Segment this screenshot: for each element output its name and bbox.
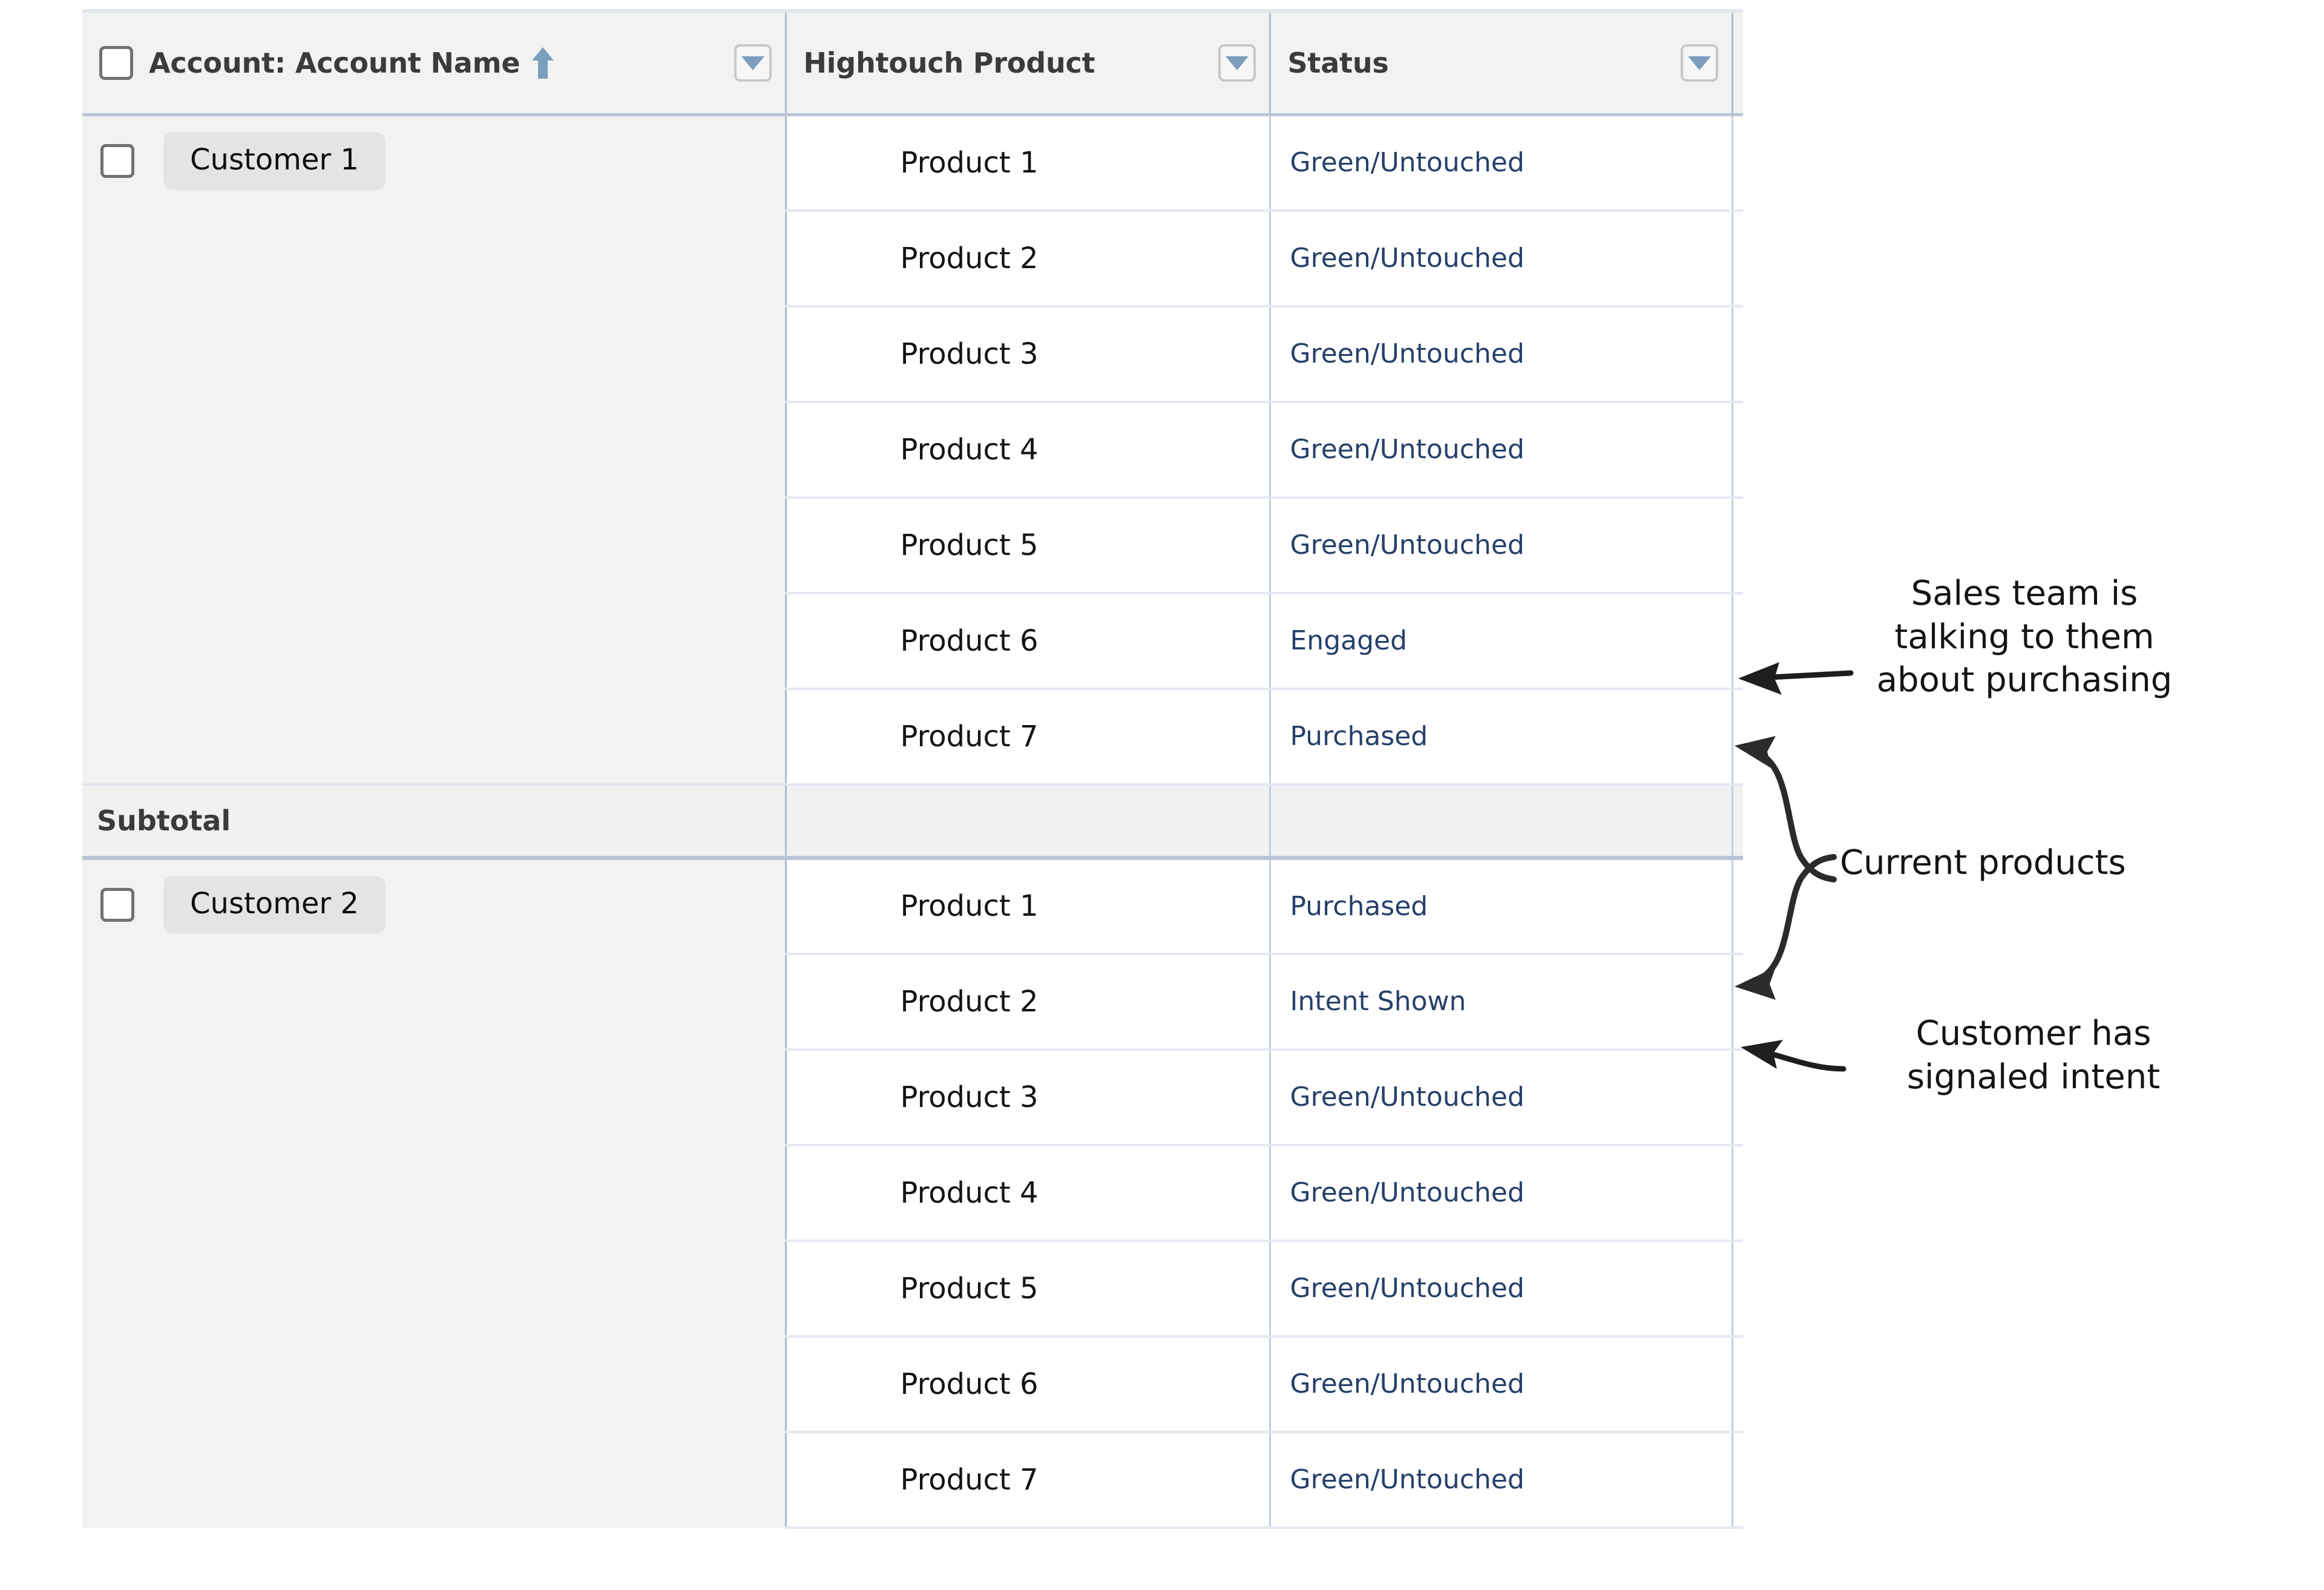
product-cell: Product 5 xyxy=(786,1240,1271,1338)
select-all-checkbox[interactable] xyxy=(99,46,133,80)
overflow-cell xyxy=(1731,858,1743,955)
product-cell: Product 3 xyxy=(786,306,1271,403)
header-cell-account[interactable]: Account: Account Name xyxy=(82,9,787,116)
product-cell: Product 6 xyxy=(786,1336,1271,1433)
status-cell: Green/Untouched xyxy=(1270,210,1733,307)
header-cell-product[interactable]: Hightouch Product xyxy=(786,9,1271,116)
overflow-cell xyxy=(1731,1240,1743,1338)
product-cell: Product 7 xyxy=(786,688,1271,786)
overflow-cell xyxy=(1731,401,1743,499)
overflow-cell xyxy=(1731,1145,1743,1242)
status-cell: Purchased xyxy=(1270,858,1733,955)
product-cell: Product 5 xyxy=(786,497,1271,594)
status-cell: Purchased xyxy=(1270,688,1733,786)
arrow-signaled-intent xyxy=(1741,1040,1846,1072)
subtotal-status-cell xyxy=(1270,783,1733,860)
subtotal-row: Subtotal xyxy=(82,783,1743,860)
product-cell: Product 1 xyxy=(786,858,1271,955)
arrow-current-products-brace xyxy=(1735,736,1837,1000)
product-cell: Product 2 xyxy=(786,953,1271,1051)
overflow-cell xyxy=(1731,1336,1743,1433)
account-product-status-table: Account: Account Name Hightouch Product xyxy=(82,9,1743,1529)
chevron-down-icon xyxy=(1687,56,1711,70)
annotation-sales-team: Sales team is talking to them about purc… xyxy=(1876,574,2173,700)
filter-dropdown-button-account[interactable] xyxy=(734,44,772,82)
header-cell-overflow xyxy=(1731,9,1743,116)
status-cell: Green/Untouched xyxy=(1270,401,1733,499)
status-cell: Green/Untouched xyxy=(1270,306,1733,403)
status-cell: Engaged xyxy=(1270,593,1733,690)
chevron-down-icon xyxy=(741,56,764,70)
status-cell: Green/Untouched xyxy=(1270,1431,1733,1529)
header-row: Account: Account Name Hightouch Product xyxy=(82,9,1743,116)
subtotal-product-cell xyxy=(786,783,1271,860)
account-cell[interactable]: Customer 2 xyxy=(82,858,787,1528)
status-cell: Intent Shown xyxy=(1270,953,1733,1051)
row-checkbox[interactable] xyxy=(100,144,134,178)
annotation-signaled-intent: Customer has signaled intent xyxy=(1906,1014,2161,1097)
overflow-cell xyxy=(1731,593,1743,690)
status-cell: Green/Untouched xyxy=(1270,114,1733,212)
overflow-cell xyxy=(1731,114,1743,212)
header-label-status: Status xyxy=(1287,47,1389,79)
product-cell: Product 4 xyxy=(786,401,1271,499)
account-name-label: Customer 1 xyxy=(163,132,386,190)
product-cell: Product 2 xyxy=(786,210,1271,307)
overflow-cell xyxy=(1731,210,1743,307)
header-cell-status[interactable]: Status xyxy=(1270,9,1733,116)
status-cell: Green/Untouched xyxy=(1270,1145,1733,1242)
table-header: Account: Account Name Hightouch Product xyxy=(82,9,1743,116)
product-cell: Product 4 xyxy=(786,1145,1271,1242)
chevron-down-icon xyxy=(1225,56,1249,70)
overflow-cell xyxy=(1731,1049,1743,1146)
account-cell[interactable]: Customer 1 xyxy=(82,114,787,784)
overflow-cell xyxy=(1731,953,1743,1051)
filter-dropdown-button-product[interactable] xyxy=(1218,44,1256,82)
row-checkbox[interactable] xyxy=(100,888,134,922)
product-cell: Product 3 xyxy=(786,1049,1271,1146)
status-cell: Green/Untouched xyxy=(1270,1049,1733,1146)
arrow-sales-team xyxy=(1738,662,1854,695)
header-label-product: Hightouch Product xyxy=(803,47,1095,79)
subtotal-label: Subtotal xyxy=(97,804,231,837)
account-name-label: Customer 2 xyxy=(163,876,386,934)
status-cell: Green/Untouched xyxy=(1270,1240,1733,1338)
data-table-container: Account: Account Name Hightouch Product xyxy=(82,9,1743,1590)
product-cell: Product 7 xyxy=(786,1431,1271,1529)
header-label-account: Account: Account Name xyxy=(149,47,520,79)
subtotal-overflow-cell xyxy=(1731,783,1743,860)
filter-dropdown-button-status[interactable] xyxy=(1680,44,1718,82)
overflow-cell xyxy=(1731,1431,1743,1529)
product-cell: Product 6 xyxy=(786,593,1271,690)
product-cell: Product 1 xyxy=(786,114,1271,212)
subtotal-label-cell: Subtotal xyxy=(82,783,787,860)
sort-ascending-icon[interactable] xyxy=(530,45,556,81)
overflow-cell xyxy=(1731,497,1743,594)
overflow-cell xyxy=(1731,306,1743,403)
status-cell: Green/Untouched xyxy=(1270,497,1733,594)
overflow-cell xyxy=(1731,688,1743,786)
annotation-current-products: Current products xyxy=(1840,843,2126,882)
status-cell: Green/Untouched xyxy=(1270,1336,1733,1433)
